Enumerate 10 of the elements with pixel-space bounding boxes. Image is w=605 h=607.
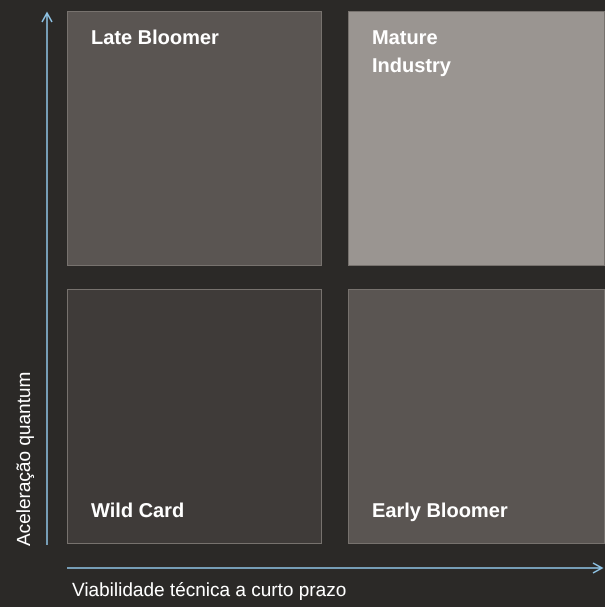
quadrant-box — [348, 11, 605, 266]
quadrant-box — [348, 289, 605, 544]
quadrant-box — [67, 11, 322, 266]
x-axis-title: Viabilidade técnica a curto prazo — [72, 580, 346, 602]
quadrant-title: Early Bloomer — [372, 499, 509, 524]
quadrant-title: Wild Card — [91, 499, 186, 524]
quadrant-title: Late Bloomer — [91, 26, 220, 51]
quadrant-box — [67, 289, 322, 544]
quadrant-title: Mature Industry — [372, 26, 452, 79]
y-axis-title: Aceleração quantum — [14, 372, 36, 546]
